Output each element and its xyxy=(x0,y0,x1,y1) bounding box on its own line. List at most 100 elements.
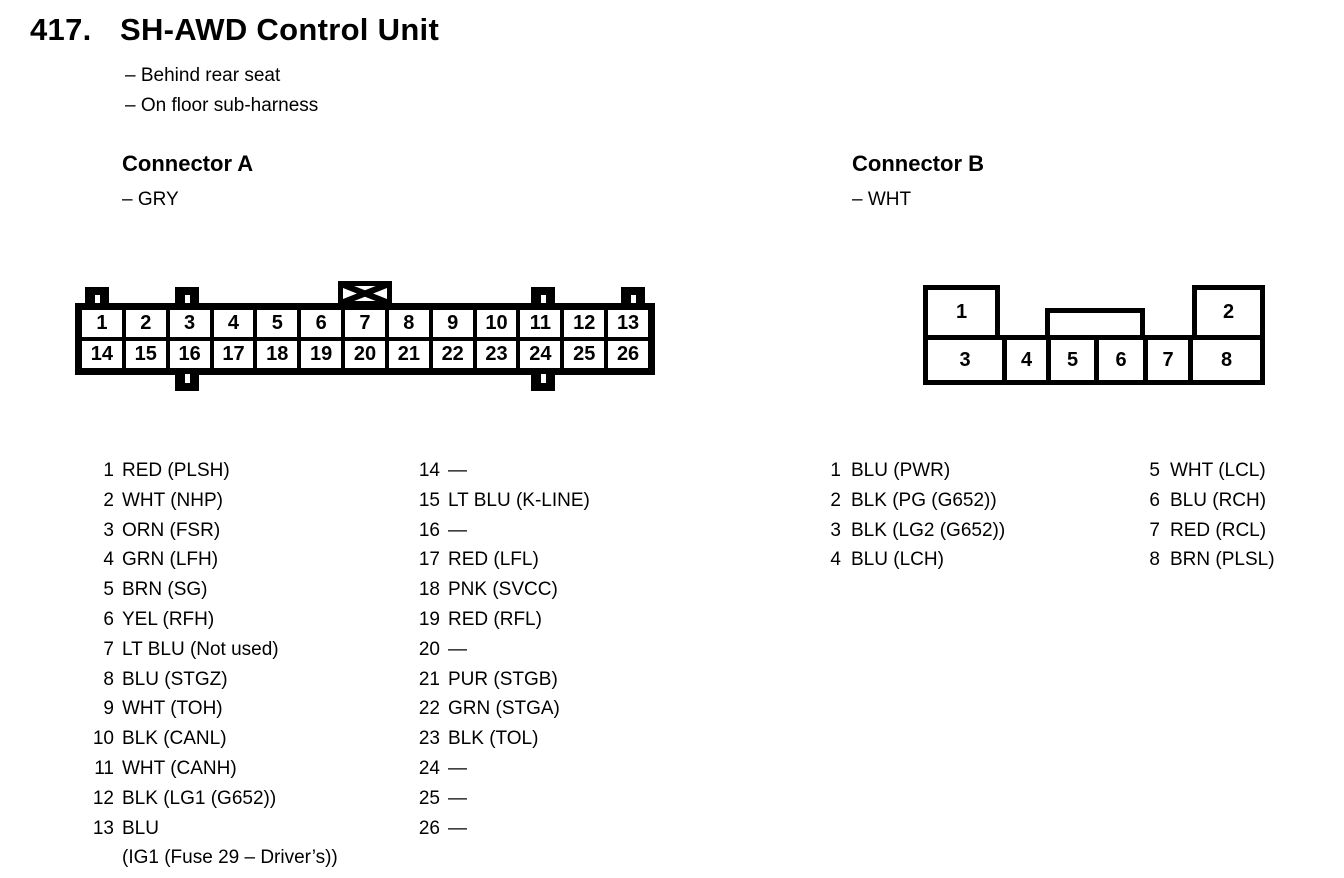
pin-number: 17 xyxy=(418,549,440,571)
pin-list-item: 5 BRN (SG) xyxy=(85,575,338,605)
section-number: 417. xyxy=(30,12,92,47)
note-line: – Behind rear seat xyxy=(125,65,281,86)
pin-number: 16 xyxy=(418,519,440,541)
pin-list-item: 7 RED (RCL) xyxy=(1144,516,1275,546)
location-notes: – Behind rear seat– On floor sub-harness xyxy=(125,61,318,120)
pin-cell: 12 xyxy=(562,308,607,339)
pin-label: GRN (STGA) xyxy=(448,698,560,720)
pin-label: ORN (FSR) xyxy=(122,519,221,541)
pin-cell: 13 xyxy=(606,308,650,339)
pin-cell: 8 xyxy=(386,308,431,339)
connector-b-bottom-row: 3 4 5 6 7 8 xyxy=(923,335,1265,385)
pin-list-item: 7 LT BLU (Not used) xyxy=(85,635,338,665)
pin-label: BLK (LG1 (G652)) xyxy=(122,787,277,809)
pin-label: PUR (STGB) xyxy=(448,668,558,690)
pin-cell: 20 xyxy=(343,339,387,370)
pin-list-item: 23 BLK (TOL) xyxy=(410,724,590,754)
pin-cell: 23 xyxy=(474,339,519,370)
pin-cell: 18 xyxy=(255,339,300,370)
alignment-tab-icon xyxy=(85,287,109,304)
pin-label: BRN (PLSL) xyxy=(1170,549,1275,571)
pin-number: 18 xyxy=(418,579,440,601)
pin-cell: 1 xyxy=(923,285,1000,340)
pin-list-item: 14 — xyxy=(410,456,590,486)
alignment-tab-icon xyxy=(175,287,199,304)
pin-number: 15 xyxy=(418,489,440,511)
pin-number: 1 xyxy=(103,460,114,481)
pin-list-item: 18 PNK (SVCC) xyxy=(410,575,590,605)
pin-number: 19 xyxy=(418,608,440,630)
connector-a-color-note: – GRY xyxy=(122,189,179,210)
pin-number: 9 xyxy=(103,698,114,720)
pin-number: 20 xyxy=(418,638,440,660)
pin-number: 2 xyxy=(830,489,841,511)
pin-list-item: 1 BLU (PWR) xyxy=(824,456,1005,486)
pin-label: — xyxy=(448,817,467,839)
pin-number: 25 xyxy=(418,787,440,809)
pin-cell: 19 xyxy=(299,339,344,370)
pin-list-item: 4 GRN (LFH) xyxy=(85,545,338,575)
pin-number: 22 xyxy=(418,698,440,720)
pin-number: 10 xyxy=(92,728,114,750)
pin-cell: 3 xyxy=(167,308,212,339)
pin-list-item: 3 BLK (LG2 (G652)) xyxy=(824,516,1005,546)
pin-label: PNK (SVCC) xyxy=(448,579,558,601)
pin-number: 8 xyxy=(103,668,114,690)
page-title: 417. SH-AWD Control Unit xyxy=(30,12,439,48)
pin-cell: 4 xyxy=(1002,340,1046,380)
pin-list-item: 17 RED (LFL) xyxy=(410,545,590,575)
pin-label: LT BLU (K-LINE) xyxy=(448,489,590,511)
pin-list-item: 8 BLU (STGZ) xyxy=(85,665,338,695)
pin-list-item: 20 — xyxy=(410,635,590,665)
pin-label: BLU (LCH) xyxy=(851,549,944,571)
pin-label: RED (RCL) xyxy=(1170,519,1267,541)
pin-list-item: 5 WHT (LCL) xyxy=(1144,456,1275,486)
pin-cell: 7 xyxy=(343,308,387,339)
pin-label: WHT (CANH) xyxy=(122,757,237,779)
pin-label: RED (RFL) xyxy=(448,608,542,630)
pin-number: 2 xyxy=(103,489,114,511)
pin-list-item: 6 BLU (RCH) xyxy=(1144,486,1275,516)
pin-label: BLK (LG2 (G652)) xyxy=(851,519,1006,541)
connector-b-pin-list-2: 5 WHT (LCL) 6 BLU (RCH) 7 RED (RCL) 8 BR… xyxy=(1144,456,1275,575)
connector-b-keying-bump xyxy=(1045,308,1145,340)
pin-label: WHT (LCL) xyxy=(1170,460,1266,481)
pin-cell: 2 xyxy=(123,308,168,339)
pin-cell: 2 xyxy=(1192,285,1265,340)
pin-list-item: 21 PUR (STGB) xyxy=(410,665,590,695)
pin-cell: 3 xyxy=(959,348,971,371)
pin-label: RED (PLSH) xyxy=(122,460,230,481)
pin-list-item: 8 BRN (PLSL) xyxy=(1144,545,1275,575)
pin-label: — xyxy=(448,757,467,779)
pin-cell: 16 xyxy=(167,339,212,370)
pin-label: GRN (LFH) xyxy=(122,549,219,571)
pin-list-item: 6 YEL (RFH) xyxy=(85,605,338,635)
pin-label: BLU (IG1 (Fuse 29 – Driver’s)) xyxy=(122,817,338,869)
pin-label: WHT (TOH) xyxy=(122,698,223,720)
pin-label: — xyxy=(448,519,467,541)
pin-list-item: 13 BLU (IG1 (Fuse 29 – Driver’s)) xyxy=(85,814,338,874)
connector-a-heading: Connector A xyxy=(122,151,254,176)
pin-cell: 14 xyxy=(80,339,124,370)
pin-cell: 7 xyxy=(1143,340,1188,380)
pin-label: — xyxy=(448,460,467,481)
pin-number: 7 xyxy=(103,638,114,660)
pin-label: BLU (RCH) xyxy=(1170,489,1267,511)
pin-label: YEL (RFH) xyxy=(122,608,215,630)
section-title: SH-AWD Control Unit xyxy=(120,12,440,47)
pin-number: 13 xyxy=(92,817,114,839)
pin-list-item: 1 RED (PLSH) xyxy=(85,456,338,486)
pin-cell: 25 xyxy=(562,339,607,370)
connector-a-pin-list-2: 14 — 15 LT BLU (K-LINE) 16 — 17 RED (LFL… xyxy=(410,456,590,843)
pin-list-item: 11 WHT (CANH) xyxy=(85,754,338,784)
pin-list-item: 2 BLK (PG (G652)) xyxy=(824,486,1005,516)
alignment-tab-icon xyxy=(531,374,555,391)
pin-number: 14 xyxy=(418,460,440,481)
pin-number: 8 xyxy=(1149,549,1160,571)
connector-b-diagram: 3 4 5 6 7 8 1 2 xyxy=(923,285,1265,385)
pin-label: BLK (TOL) xyxy=(448,728,539,750)
pin-cell: 26 xyxy=(606,339,650,370)
